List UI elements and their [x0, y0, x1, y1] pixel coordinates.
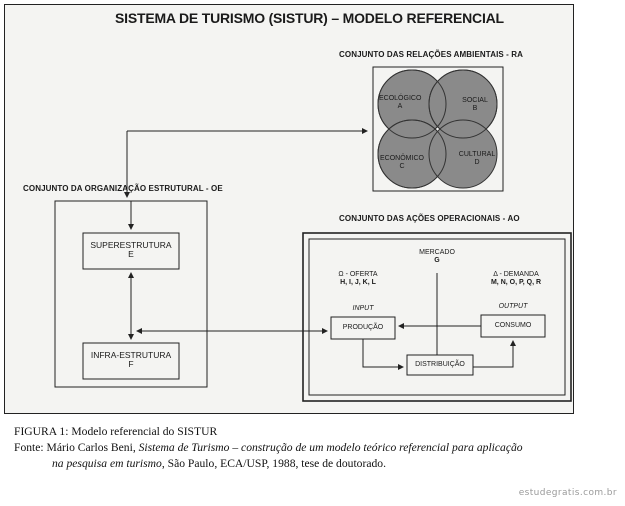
distribuicao-box	[406, 354, 474, 376]
input-label: INPUT	[352, 305, 374, 312]
diagram-title: SISTEMA DE TURISMO (SISTUR) – MODELO REF…	[115, 10, 504, 26]
ao-header: CONJUNTO DAS AÇÕES OPERACIONAIS - AO	[339, 214, 520, 223]
ra-box	[372, 66, 504, 192]
ao-box-outer	[302, 232, 572, 402]
caption-source-line2: na pesquisa em turismo, São Paulo, ECA/U…	[52, 457, 386, 470]
ao-box-inner	[308, 238, 566, 396]
caption-figure: FIGURA 1: Modelo referencial do SISTUR	[14, 425, 218, 438]
distribuicao-label: DISTRIBUIÇÃO	[415, 361, 465, 368]
watermark: estudegratis.com.br	[518, 488, 617, 498]
circle-cultural	[428, 119, 498, 189]
diagram-frame: SISTEMA DE TURISMO (SISTUR) – MODELO REF…	[4, 4, 574, 414]
ra-header: CONJUNTO DAS RELAÇÕES AMBIENTAIS - RA	[339, 50, 524, 59]
consumo-label: CONSUMO	[494, 322, 532, 329]
diagram-lines	[54, 66, 572, 402]
caption-source: Fonte: Mário Carlos Beni, Sistema de Tur…	[14, 441, 523, 454]
figure-caption: FIGURA 1: Modelo referencial do SISTUR F…	[14, 424, 624, 472]
producao-label: PRODUÇÃO	[342, 324, 384, 331]
output-label: OUTPUT	[498, 303, 528, 310]
oe-header: CONJUNTO DA ORGANIZAÇÃO ESTRUTURAL - OE	[23, 184, 223, 193]
infraestrutura-box	[82, 342, 180, 380]
superestrutura-box	[82, 232, 180, 270]
